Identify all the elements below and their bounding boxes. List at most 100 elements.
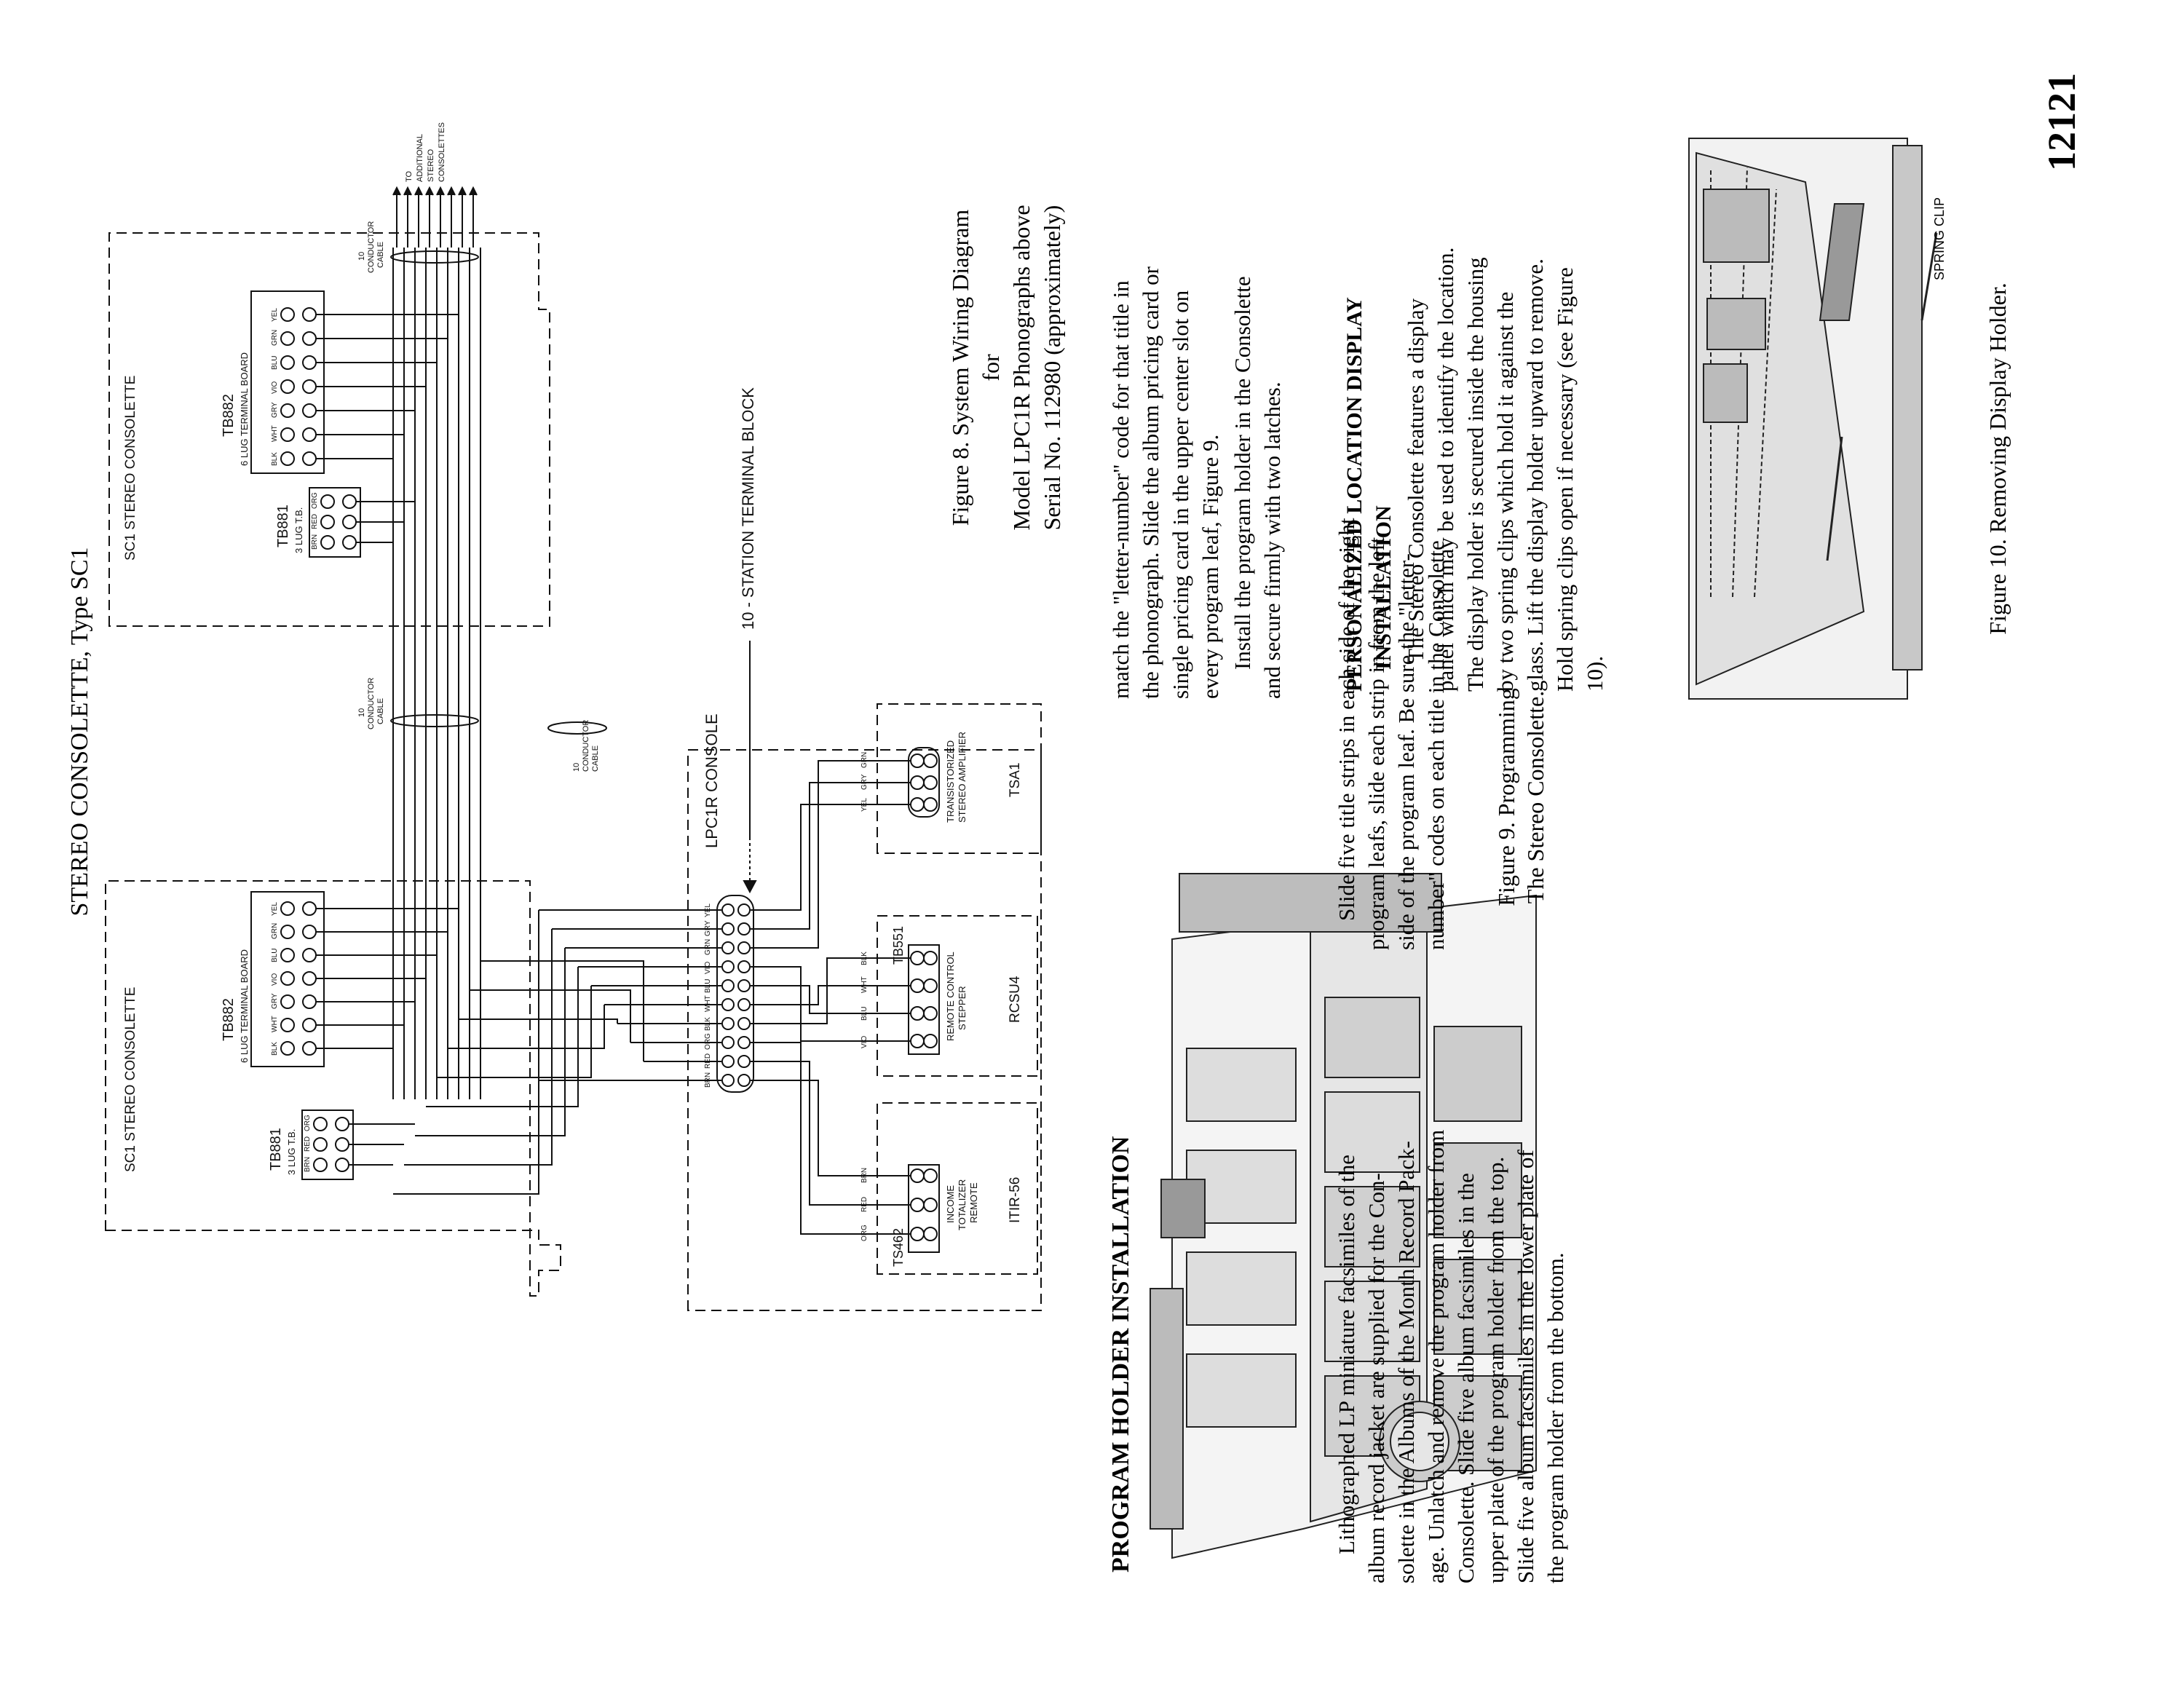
console-feed-wire [448, 1005, 605, 1049]
terminal-lug [302, 971, 317, 986]
subunit-lug [910, 1006, 925, 1021]
svg-text:10: 10 [357, 708, 366, 717]
console-label: LPC1R CONSOLE [703, 713, 721, 848]
lug-label: GRY [271, 402, 279, 418]
text-line: by two spring clips which hold it agains… [1492, 292, 1518, 692]
lug-label: WHT [271, 425, 279, 442]
terminal-lug [302, 901, 317, 916]
terminal-lug [320, 515, 335, 529]
rcsu4-desc-1: REMOTE CONTROL [945, 952, 956, 1041]
console-feed-wire [415, 948, 566, 1136]
text-line: single pricing card in the upper center … [1168, 290, 1193, 699]
subunit-lug [923, 1006, 938, 1021]
cable-label-3: 10 CONDUCTOR CABLE [572, 720, 600, 772]
svg-text:CONDUCTOR: CONDUCTOR [367, 221, 376, 273]
console-pin-label: GRY [704, 920, 712, 936]
terminal-lug [280, 971, 295, 986]
subunit-wire-label: GRY [860, 774, 869, 790]
console-feed-wire [459, 1018, 618, 1024]
console-pin [721, 1036, 735, 1049]
terminal-lug [302, 403, 317, 418]
lug-label: YEL [271, 308, 279, 322]
text-line: age. Unlatch and remove the program hold… [1423, 1130, 1449, 1583]
terminal-lug [302, 331, 317, 346]
console-pin [737, 1017, 751, 1030]
itir-desc-3: REMOTE [968, 1182, 979, 1223]
cable-strap-2 [390, 250, 479, 264]
lug-label: RED [311, 514, 319, 529]
console-wires [751, 760, 911, 1235]
text-line: The Stereo Consolette features a display [1403, 298, 1428, 662]
continued-para2: Install the program holder in the Consol… [1230, 276, 1285, 699]
console-feed-wire [426, 967, 579, 1107]
text-line: and secure firmly with two latches. [1259, 381, 1285, 699]
display-heading-2: INSTALLATION [1372, 505, 1396, 670]
console-pin-label: BLU [704, 979, 712, 993]
terminal-lug [280, 925, 295, 939]
tb551-label: TB551 [891, 926, 906, 965]
svg-text:ADDITIONAL: ADDITIONAL [416, 134, 424, 182]
cable-strap-1 [390, 714, 479, 727]
console-pin [737, 903, 751, 917]
tb881-upper-name: TB881 [275, 505, 291, 547]
subunit-wire-label: VIO [860, 1036, 869, 1048]
subunit-wire [751, 957, 911, 1024]
console-pin [721, 1074, 735, 1087]
tb882-upper-name: TB882 [221, 394, 237, 437]
terminal-lug [302, 355, 317, 370]
station-block-label: 10 - STATION TERMINAL BLOCK [739, 387, 757, 630]
lug-labels: BLKWHTGRYVIOBLUGRNYELBRNREDORGBLKWHTGRYV… [271, 308, 869, 1241]
console-pin-label: RED [704, 1053, 712, 1069]
tsa1-desc-1: TRANSISTORIZED [945, 740, 956, 823]
console-feed-wire [437, 986, 592, 1078]
subunit-lug [910, 1198, 925, 1212]
to-additional-label: TO ADDITIONAL STEREO CONSOLETTES [405, 122, 446, 182]
terminal-lug [280, 355, 295, 370]
console-pin [737, 1036, 751, 1049]
console-pin [721, 1055, 735, 1068]
console-pin-label: ORG [704, 1033, 712, 1050]
subunit-lug [910, 1034, 925, 1048]
terminal-lug [342, 535, 357, 550]
terminal-lug [302, 307, 317, 322]
page-number: 12121 [2040, 73, 2084, 171]
text-line: album record jacket are supplied for the… [1364, 1173, 1389, 1583]
text-line: glass. Lift the display holder upward to… [1522, 258, 1548, 692]
terminal-lug [302, 1018, 317, 1032]
terminal-lug [280, 451, 295, 466]
console-pin [721, 903, 735, 917]
terminal-lug [280, 948, 295, 962]
display-paragraph: The Stereo Consolette features a display… [1403, 248, 1607, 692]
console-pin [737, 1055, 751, 1068]
tb881-lower-desc: 3 LUG T.B. [286, 1129, 297, 1175]
terminal-lug [302, 994, 317, 1009]
console-pin [737, 960, 751, 973]
console-pin-label: YEL [704, 903, 712, 917]
spring-clip-label: SPRING CLIP [1932, 197, 1947, 280]
subunit-lug [923, 1227, 938, 1241]
cable-label-2: 10 CONDUCTOR CABLE [357, 221, 385, 273]
subunit-lug [923, 1198, 938, 1212]
terminal-lug [342, 494, 357, 509]
console-pin [721, 960, 735, 973]
terminal-lug [302, 1041, 317, 1056]
svg-text:CABLE: CABLE [376, 698, 385, 724]
terminal-lug [280, 427, 295, 442]
rcsu4-box [877, 915, 1038, 1077]
lug-label: GRY [271, 993, 279, 1009]
terminal-lug [302, 925, 317, 939]
lug-label: VIO [271, 381, 279, 394]
subunit-lug [910, 1227, 925, 1241]
cable-label-1: 10 CONDUCTOR CABLE [357, 678, 385, 729]
program-holder-heading: PROGRAM HOLDER INSTALLATION [1107, 1136, 1134, 1573]
text-line: every program leaf, Figure 9. [1198, 435, 1223, 699]
lug-label: BRN [311, 534, 319, 550]
subunit-wire-label: RED [860, 1197, 869, 1212]
text-line: match the "letter-number" code for that … [1108, 280, 1133, 699]
lug-label: ORG [311, 492, 319, 509]
figure10-caption: Figure 10. Removing Display Holder. [1985, 282, 2011, 635]
svg-text:CONDUCTOR: CONDUCTOR [367, 678, 376, 729]
text-line: Slide five title strips in each side of … [1334, 518, 1359, 921]
terminal-lug [313, 1137, 328, 1152]
